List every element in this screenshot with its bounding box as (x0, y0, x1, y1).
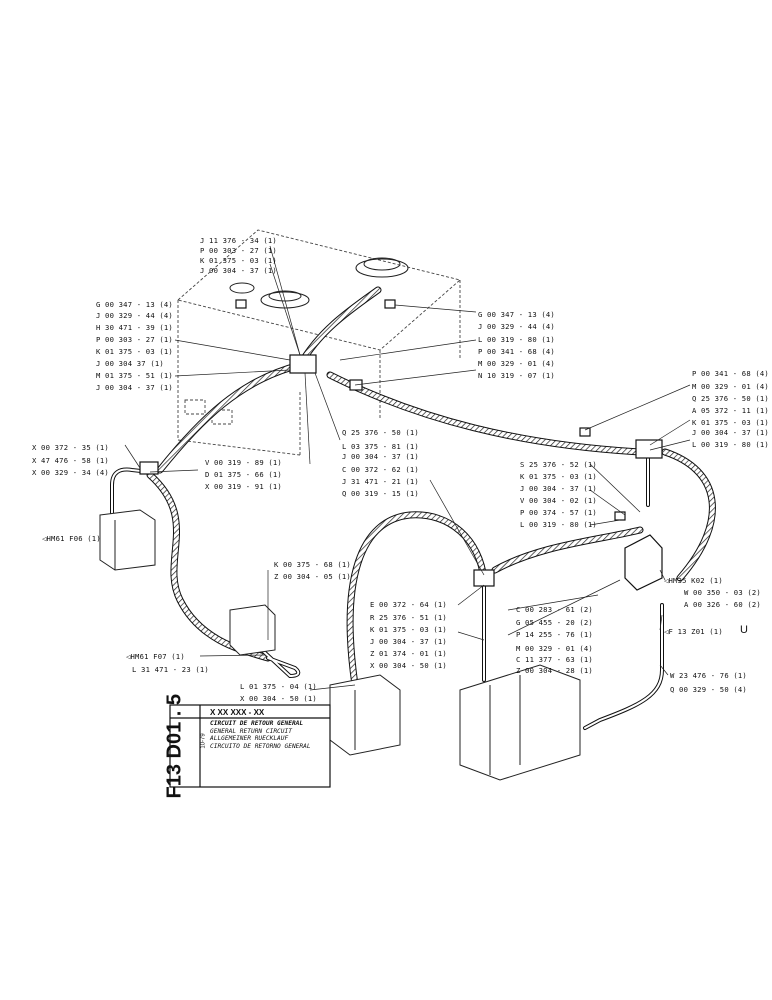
callout-label: L 00 319 - 80 (1) (478, 335, 555, 344)
callout-label: L 00 319 - 80 (1) (520, 520, 597, 529)
callout-label: G 00 347 - 13 (4) (96, 300, 173, 309)
callout-label: K 01 375 - 03 (1) (96, 347, 173, 356)
callout-label: X 00 304 - 50 (1) (370, 661, 447, 670)
callout-label: P 00 303 - 27 (1) (200, 246, 277, 255)
callout-label: J 00 304 - 37 (1) (342, 452, 419, 461)
callout-label: A 05 372 - 11 (1) (692, 406, 769, 415)
title-en: GENERAL RETURN CIRCUIT (210, 727, 292, 735)
title-de: ALLGEMEINER RUECKLAUF (210, 735, 289, 743)
callout-label: C 00 283 - 61 (2) (516, 605, 593, 614)
title-es: CIRCUITO DE RETORNO GENERAL (210, 742, 311, 750)
callout-label: P 00 303 - 27 (1) (96, 335, 173, 344)
callout-label: K 01 375 - 03 (1) (692, 418, 769, 427)
callout-label: X 00 304 - 50 (1) (240, 694, 317, 703)
callout-label: S 25 376 - 52 (1) (520, 460, 597, 469)
callout-label: K 00 375 - 68 (1) (274, 560, 351, 569)
callout-label: N 10 319 - 07 (1) (478, 371, 555, 380)
callout-label: J 00 304 - 37 (1) (520, 484, 597, 493)
callout-label: P 00 341 - 68 (4) (478, 347, 555, 356)
callout-label: M 01 375 - 51 (1) (96, 371, 173, 380)
arrow-hm61-f06: ◁HM61 F06 (1) (42, 534, 101, 543)
callout-label: Z 00 304 - 05 (1) (274, 572, 351, 581)
callout-label: C 11 377 - 63 (1) (516, 655, 593, 664)
callout-label: L 01 375 - 04 (1) (240, 682, 317, 691)
callout-label: K 01 375 - 03 (1) (370, 625, 447, 634)
callout-label: Q 00 329 - 50 (4) (670, 685, 747, 694)
return-hoses (146, 286, 716, 689)
callout-label: J 00 304 - 37 (1) (96, 383, 173, 392)
callout-label: X 00 329 - 34 (4) (32, 468, 109, 477)
callout-label: G 05 455 - 20 (2) (516, 618, 593, 627)
callout-label: P 00 374 - 57 (1) (520, 508, 597, 517)
callout-label: C 00 372 - 62 (1) (342, 465, 419, 474)
callout-label: M 00 329 - 01 (4) (516, 644, 593, 653)
arrow-f13-z01: ◁F 13 Z01 (1) (664, 627, 723, 636)
callout-label: L 31 471 - 23 (1) (132, 665, 209, 674)
callout-label: E 00 372 - 64 (1) (370, 600, 447, 609)
title-block-frame (169, 704, 331, 788)
callout-label: P 14 255 - 76 (1) (516, 630, 593, 639)
callout-label: G 00 347 - 13 (4) (478, 310, 555, 319)
title-block: CIRCUIT DE RETOUR GENERAL GENERAL RETURN… (210, 720, 342, 782)
arrow-hm61-f07: ◁HM61 F07 (1) (126, 652, 185, 661)
callout-label: K 01 375 - 03 (1) (520, 472, 597, 481)
callout-label: M 00 329 - 01 (4) (478, 359, 555, 368)
callout-label: R 25 376 - 51 (1) (370, 613, 447, 622)
title-fr: CIRCUIT DE RETOUR GENERAL (210, 720, 304, 727)
callout-label: V 00 304 - 02 (1) (520, 496, 597, 505)
tank-caps (229, 257, 409, 309)
u-mark: U (740, 624, 748, 636)
callout-label: V 00 319 - 89 (1) (205, 458, 282, 467)
callout-label: J 00 304 - 37 (1) (370, 637, 447, 646)
callout-label: X 47 476 - 58 (1) (32, 456, 109, 465)
callout-label: X 00 372 - 35 (1) (32, 443, 109, 452)
callout-label: P 00 341 - 68 (4) (692, 369, 769, 378)
callout-label: HM61 F07 (1) (130, 652, 185, 661)
callout-label: J 00 304 - 37 (1) (200, 266, 277, 275)
callout-label: K 01 375 - 03 (1) (200, 256, 277, 265)
sheet-code: F13 D01 . 5 (163, 693, 186, 799)
arrow-hm35-k02: ◁HM35 K02 (1) (664, 576, 723, 585)
callout-label: J 00 329 - 44 (4) (96, 311, 173, 320)
sheet-date: 10-79 (200, 733, 207, 749)
callout-label: HM35 K02 (1) (668, 576, 723, 585)
callout-label: J 00 304 37 (1) (96, 359, 164, 368)
callout-label: Q 25 376 - 50 (1) (692, 394, 769, 403)
callout-label: J 11 376 - 34 (1) (200, 236, 277, 245)
callout-label: Q 25 376 - 50 (1) (342, 428, 419, 437)
callout-label: M 00 329 - 01 (4) (692, 382, 769, 391)
callout-label: W 23 476 - 76 (1) (670, 671, 747, 680)
callout-label: J 00 329 - 44 (4) (478, 322, 555, 331)
callout-label: Z 00 304 - 28 (1) (516, 666, 593, 675)
callout-label: Z 01 374 - 01 (1) (370, 649, 447, 658)
callout-label: L 00 319 - 80 (1) (692, 440, 769, 449)
callout-label: W 00 350 - 03 (2) (684, 588, 761, 597)
callout-label: HM61 F06 (1) (46, 534, 101, 543)
callout-label: J 31 471 - 21 (1) (342, 477, 419, 486)
callout-label: L 03 375 - 81 (1) (342, 442, 419, 451)
callout-label: X 00 319 - 91 (1) (205, 482, 282, 491)
callout-label: A 00 326 - 60 (2) (684, 600, 761, 609)
valve-blocks (99, 509, 581, 781)
callout-label: D 01 375 - 66 (1) (205, 470, 282, 479)
callout-label: F 13 Z01 (1) (668, 627, 723, 636)
callout-label: J 00 304 - 37 (1) (692, 428, 769, 437)
callout-label: H 30 471 - 39 (1) (96, 323, 173, 332)
leader-lines (124, 245, 691, 691)
part-placeholder: X XX XXX - XX (210, 708, 265, 717)
callout-label: Q 00 319 - 15 (1) (342, 489, 419, 498)
